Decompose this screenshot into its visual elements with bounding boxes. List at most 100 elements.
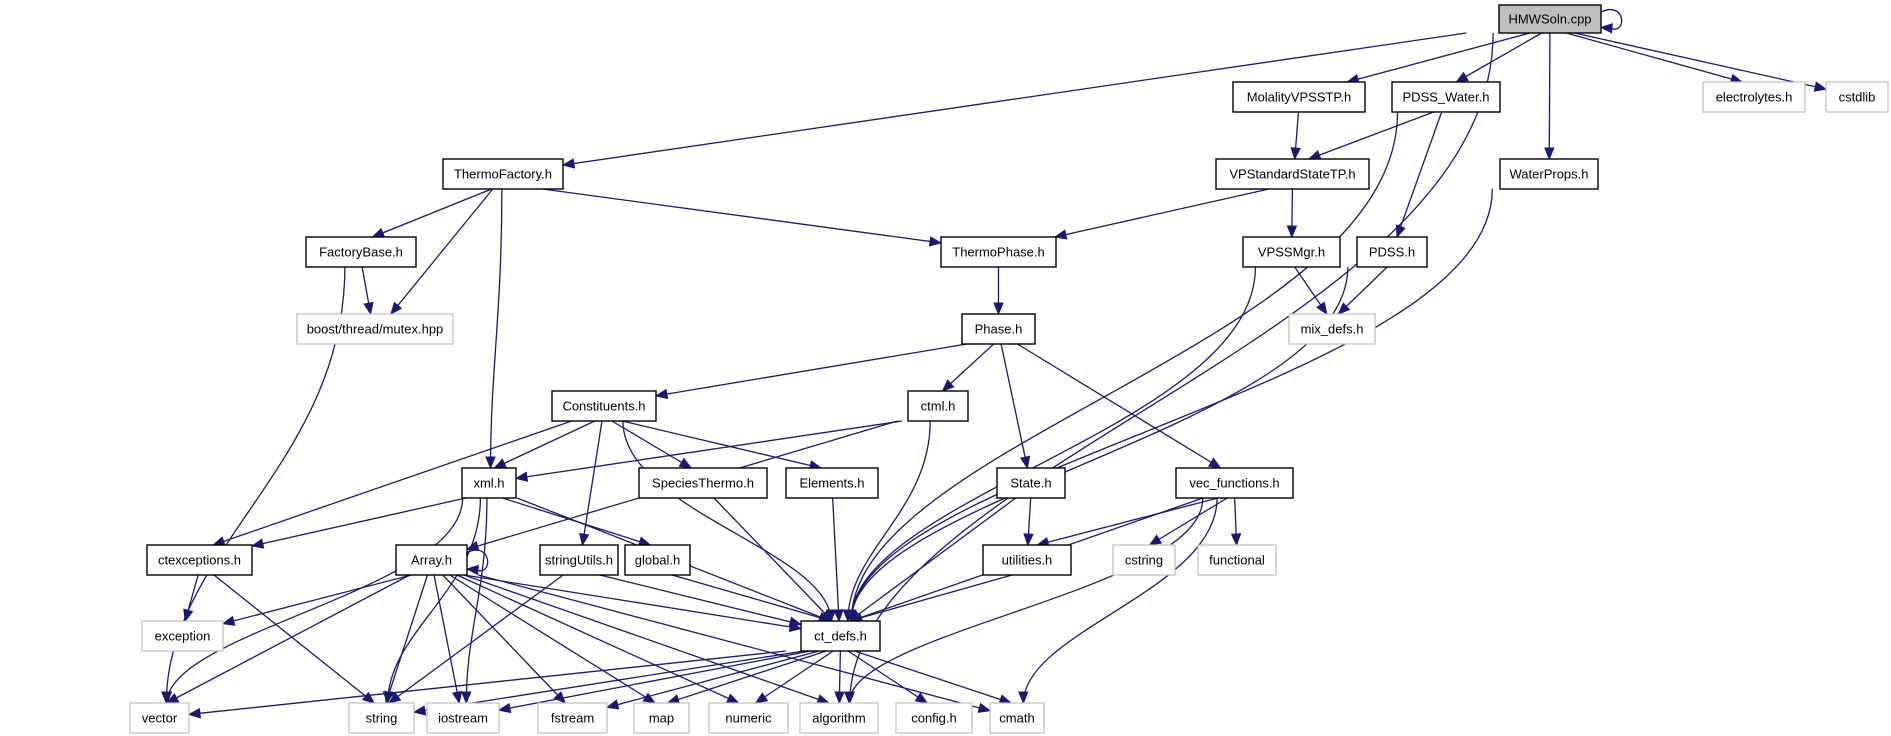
edge-ctexceptions-h-to-exception: [183, 574, 199, 623]
edge-ct-defs-h-to-numeric: [754, 650, 834, 704]
node-label: cmath: [999, 711, 1034, 726]
node-label: numeric: [725, 711, 772, 726]
edge-hmwsoln-cpp-to-electrolytes-h: [1566, 32, 1744, 84]
node-box: [146, 544, 253, 576]
node-waterprops-h[interactable]: WaterProps.h: [1499, 158, 1599, 190]
node-phase-h[interactable]: Phase.h: [961, 313, 1036, 345]
node-box: [800, 620, 881, 652]
node-label: algorithm: [812, 711, 865, 726]
node-thermofactory-h[interactable]: ThermoFactory.h: [442, 158, 564, 190]
edge-vec-functions-h-to-utilities-h: [1035, 497, 1219, 548]
node-ctml-h[interactable]: ctml.h: [907, 390, 969, 422]
node-speciesthermo-h[interactable]: SpeciesThermo.h: [638, 467, 768, 499]
edge-state-h-to-utilities-h: [1023, 497, 1034, 547]
node-box: [539, 544, 619, 576]
node-stringutils-h[interactable]: stringUtils.h: [539, 544, 619, 576]
edge-phase-h-to-vec-functions-h: [1017, 343, 1222, 469]
arrowhead: [1813, 81, 1828, 92]
arrowhead: [788, 616, 803, 627]
node-vec-functions-h[interactable]: vec_functions.h: [1175, 467, 1294, 499]
node-box: [1215, 158, 1370, 190]
arrowhead: [465, 564, 479, 576]
node-label: Constituents.h: [562, 399, 645, 414]
node-box: [461, 467, 517, 499]
node-cmath: cmath: [989, 702, 1045, 734]
node-box: [1356, 236, 1428, 268]
node-pdss-h[interactable]: PDSS.h: [1356, 236, 1428, 268]
edge-xml-h-to-global-h: [502, 497, 652, 547]
node-box: [296, 313, 454, 345]
edge-ct-defs-h-to-iostream: [497, 650, 811, 714]
node-algorithm: algorithm: [799, 702, 879, 734]
edge-line: [1396, 111, 1443, 238]
node-label: ctexceptions.h: [158, 553, 241, 568]
edge-ct-defs-h-to-string: [412, 650, 804, 716]
edge-stringutils-h-to-string: [387, 574, 564, 704]
node-box: [1288, 313, 1376, 345]
edge-line: [390, 188, 494, 315]
node-pdss-water-h[interactable]: PDSS_Water.h: [1391, 81, 1501, 113]
edge-line: [388, 574, 564, 704]
edge-phase-h-to-state-h: [1000, 343, 1031, 470]
node-state-h[interactable]: State.h: [996, 467, 1066, 499]
node-label: iostream: [438, 711, 488, 726]
arrowhead: [1230, 533, 1242, 547]
edge-constituents-h-to-speciesthermo-h: [611, 420, 693, 469]
edge-xml-h-to-iostream: [461, 497, 488, 705]
node-array-h[interactable]: Array.h: [395, 544, 468, 576]
node-elements-h[interactable]: Elements.h: [785, 467, 879, 499]
node-box: [940, 236, 1057, 268]
edge-line: [463, 574, 830, 704]
edge-line: [1548, 32, 1551, 160]
node-label: fstream: [551, 711, 594, 726]
edge-thermofactory-h-to-thermophase-h: [542, 188, 943, 247]
node-constituents-h[interactable]: Constituents.h: [551, 390, 657, 422]
edge-vec-functions-h-to-cmath: [1018, 497, 1218, 705]
edge-ct-defs-h-to-map: [666, 650, 827, 705]
node-label: xml.h: [473, 476, 504, 491]
node-global-h[interactable]: global.h: [624, 544, 691, 576]
node-box: [624, 544, 691, 576]
edge-molalityvpsstp-h-to-vpstandardstatetp-h: [1290, 111, 1301, 161]
edge-line: [599, 574, 802, 626]
edge-line: [850, 111, 1399, 622]
node-ctexceptions-h[interactable]: ctexceptions.h: [146, 544, 253, 576]
edge-line: [222, 574, 412, 625]
node-hmwsoln-cpp[interactable]: HMWSoln.cpp: [1498, 4, 1602, 34]
arrowhead: [579, 532, 590, 547]
edge-line: [251, 497, 466, 547]
node-label: FactoryBase.h: [319, 245, 403, 260]
node-vpssmgr-h[interactable]: VPSSMgr.h: [1242, 236, 1341, 268]
node-label: WaterProps.h: [1510, 167, 1589, 182]
arrowhead: [1315, 301, 1328, 316]
node-box: [895, 702, 973, 734]
edge-ctexceptions-h-to-string: [213, 574, 376, 704]
edge-line: [854, 650, 1012, 704]
node-vpstandardstatetp-h[interactable]: VPStandardStateTP.h: [1215, 158, 1370, 190]
arrowhead: [183, 608, 194, 623]
node-utilities-h[interactable]: utilities.h: [982, 544, 1072, 576]
edge-line: [713, 497, 833, 622]
node-xml-h[interactable]: xml.h: [461, 467, 517, 499]
node-factorybase-h[interactable]: FactoryBase.h: [305, 236, 417, 268]
node-fstream: fstream: [537, 702, 608, 734]
node-ct-defs-h[interactable]: ct_defs.h: [800, 620, 881, 652]
edge-hmwsoln-cpp-to-molalityvpsstp-h: [1345, 32, 1531, 85]
edge-line: [413, 650, 804, 713]
edge-hmwsoln-cpp-to-hmwsoln-cpp: [1599, 9, 1623, 34]
edge-line: [667, 650, 827, 704]
arrowhead: [842, 609, 854, 623]
arrowhead: [451, 690, 463, 705]
node-box: [1242, 236, 1341, 268]
node-label: MolalityVPSSTP.h: [1247, 90, 1352, 105]
edge-line: [464, 574, 802, 630]
arrowhead: [412, 705, 427, 716]
node-box: [129, 702, 190, 734]
node-thermophase-h[interactable]: ThermoPhase.h: [940, 236, 1057, 268]
edge-phase-h-to-ctml-h: [941, 343, 995, 392]
node-box: [442, 158, 564, 190]
node-molalityvpsstp-h[interactable]: MolalityVPSSTP.h: [1232, 81, 1366, 113]
arrowhead: [843, 691, 855, 705]
node-label: electrolytes.h: [1716, 90, 1793, 105]
edge-utilities-h-to-ct-defs-h: [848, 574, 1013, 623]
